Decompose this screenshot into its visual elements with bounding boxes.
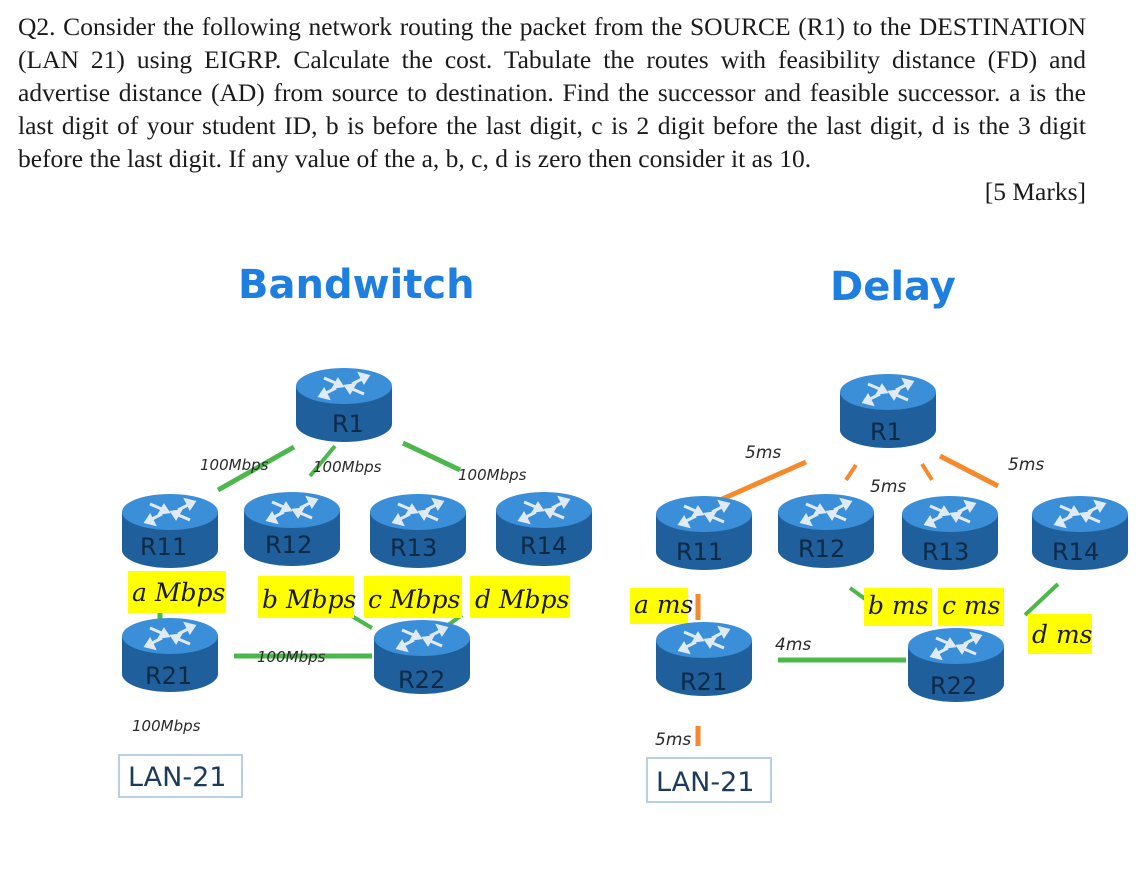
bw-router-r11-label: R11	[140, 533, 187, 561]
delay-router-r1: R1	[838, 372, 938, 450]
link-r1-r14	[401, 440, 462, 473]
bw-lan-box	[118, 754, 243, 798]
delay-router-r1-label: R1	[870, 418, 902, 446]
delay-router-r22: R22	[906, 626, 1006, 704]
delay-router-r21-label: R21	[680, 668, 727, 696]
link-r1-r12	[308, 444, 337, 478]
delay-label-b: b ms	[868, 591, 929, 620]
delay-link-r1-r11	[718, 459, 808, 503]
bw-label-r1-r14: 100Mbps	[458, 466, 527, 484]
bw-label-r21-r22: 100Mbps	[257, 648, 326, 666]
bw-router-r1-label: R1	[332, 410, 364, 438]
bw-router-r11: R11	[120, 492, 220, 570]
delay-label-r21-lan: 5ms	[655, 730, 691, 750]
delay-link-r14-r22	[1023, 582, 1060, 617]
bw-router-r1: R1	[294, 366, 394, 444]
question-text: Q2. Consider the following network routi…	[18, 10, 1086, 208]
bw-router-r12-label: R12	[265, 531, 312, 559]
bw-label-r1-r12: 100Mbps	[313, 458, 382, 476]
delay-label-a: a ms	[634, 590, 693, 619]
delay-lan-box	[646, 757, 772, 803]
delay-label-r1-r11: 5ms	[745, 443, 781, 463]
highlight-c-ms	[938, 588, 1004, 626]
highlight-d-mbps	[470, 576, 570, 618]
bw-label-c: c Mbps	[368, 585, 460, 614]
bw-router-r12: R12	[242, 490, 342, 568]
delay-title: Delay	[830, 264, 956, 310]
bandwidth-title: Bandwitch	[238, 262, 475, 308]
delay-links	[695, 453, 1060, 746]
delay-router-r12-label: R12	[798, 535, 845, 563]
bw-label-a: a Mbps	[132, 578, 225, 607]
delay-lan-label: LAN-21	[656, 767, 754, 798]
highlight-b-ms	[864, 588, 932, 626]
highlight-a-ms	[630, 588, 688, 624]
highlight-d-ms	[1028, 614, 1092, 654]
delay-link-r1-r12	[844, 463, 858, 482]
delay-router-r12: R12	[776, 492, 876, 570]
bw-label-r1-r11: 100Mbps	[200, 456, 269, 474]
bw-router-r13: R13	[368, 492, 468, 570]
bw-router-r13-label: R13	[390, 534, 437, 562]
bw-router-r21: R21	[120, 616, 220, 694]
delay-label-r1-r12: 5ms	[870, 477, 906, 497]
delay-router-r21: R21	[654, 620, 754, 698]
link-r1-r11	[216, 444, 296, 493]
delay-label-r1-r14: 5ms	[1008, 455, 1044, 475]
bw-router-r21-label: R21	[145, 662, 192, 690]
delay-router-r14-label: R14	[1052, 538, 1099, 566]
highlight-b-mbps	[258, 576, 354, 618]
delay-router-r13: R13	[900, 494, 1000, 572]
delay-link-r1-r14	[938, 453, 1000, 489]
delay-router-r22-label: R22	[930, 672, 977, 700]
bw-router-r14: R14	[494, 490, 594, 568]
question-body: Q2. Consider the following network routi…	[18, 12, 1086, 173]
delay-label-r21-r22: 4ms	[775, 635, 811, 655]
bw-router-r14-label: R14	[520, 532, 567, 560]
delay-label-d: d ms	[1032, 620, 1093, 649]
delay-router-r11: R11	[654, 494, 754, 572]
bw-router-r22: R22	[372, 618, 472, 696]
bw-label-r21-lan: 100Mbps	[132, 717, 201, 735]
bw-label-d: d Mbps	[475, 585, 569, 614]
highlight-a-mbps	[128, 571, 226, 613]
bw-lan-label: LAN-21	[128, 762, 226, 793]
delay-router-r11-label: R11	[676, 538, 723, 566]
delay-router-r14: R14	[1030, 494, 1130, 572]
delay-router-r13-label: R13	[922, 538, 969, 566]
highlight-c-mbps	[364, 576, 462, 618]
marks-label: [5 Marks]	[984, 177, 1086, 206]
bw-router-r22-label: R22	[398, 666, 445, 694]
marks-line: [5 Marks]	[18, 175, 1086, 208]
delay-link-r1-r13	[920, 462, 934, 482]
delay-label-c: c ms	[942, 591, 1000, 620]
bw-label-b: b Mbps	[262, 585, 356, 614]
